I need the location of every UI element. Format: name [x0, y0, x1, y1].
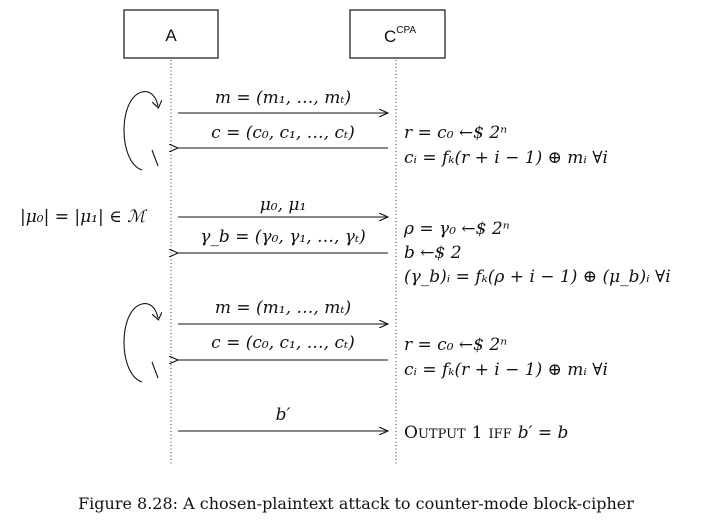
phase1-msg-m: m = (m₁, …, mₜ) — [215, 88, 351, 108]
phase1-loop-arrow-icon — [141, 91, 158, 106]
challenge-msg-mu: μ₀, μ₁ — [260, 195, 307, 215]
phase2-loop-arc — [123, 303, 143, 383]
svg-text:CCPA: CCPA — [384, 25, 416, 46]
challenge-comp-2: b ←$ 2 — [404, 243, 462, 263]
challenger-superscript: CPA — [396, 25, 416, 36]
challenge-condition: |μ₀| = |μ₁| ∈ ℳ — [20, 207, 148, 227]
phase2-msg-c: c = (c₀, c₁, …, cₜ) — [211, 333, 355, 353]
phase1-comp-1: r = c₀ ←$ 2ⁿ — [404, 123, 507, 143]
phase1-msg-c: c = (c₀, c₁, …, cₜ) — [211, 123, 355, 143]
phase1-loop-tail — [151, 149, 159, 167]
challenger-label: C — [384, 27, 396, 46]
challenger-box: CCPA — [349, 9, 446, 59]
adversary-label: A — [165, 26, 177, 45]
figure-caption: Figure 8.28: A chosen-plaintext attack t… — [78, 494, 634, 513]
phase2-comp-2: cᵢ = fₖ(r + i − 1) ⊕ mᵢ ∀i — [404, 360, 608, 380]
challenge-msg-gamma: γ_b = (γ₀, γ₁, …, γₜ) — [200, 227, 366, 247]
adversary-box: A — [123, 9, 219, 59]
phase1-loop-arc — [123, 91, 143, 171]
phase1-comp-2: cᵢ = fₖ(r + i − 1) ⊕ mᵢ ∀i — [404, 148, 608, 168]
phase2-comp-1: r = c₀ ←$ 2ⁿ — [404, 335, 507, 355]
final-msg-bprime: b′ — [276, 405, 291, 425]
challenge-comp-3: (γ_b)ᵢ = fₖ(ρ + i − 1) ⊕ (μ_b)ᵢ ∀i — [404, 267, 671, 287]
challenge-comp-1: ρ = γ₀ ←$ 2ⁿ — [403, 219, 510, 239]
phase2-loop-tail — [151, 361, 159, 379]
phase2-loop-arrow-icon — [141, 303, 158, 318]
phase2-msg-m: m = (m₁, …, mₜ) — [215, 298, 351, 318]
